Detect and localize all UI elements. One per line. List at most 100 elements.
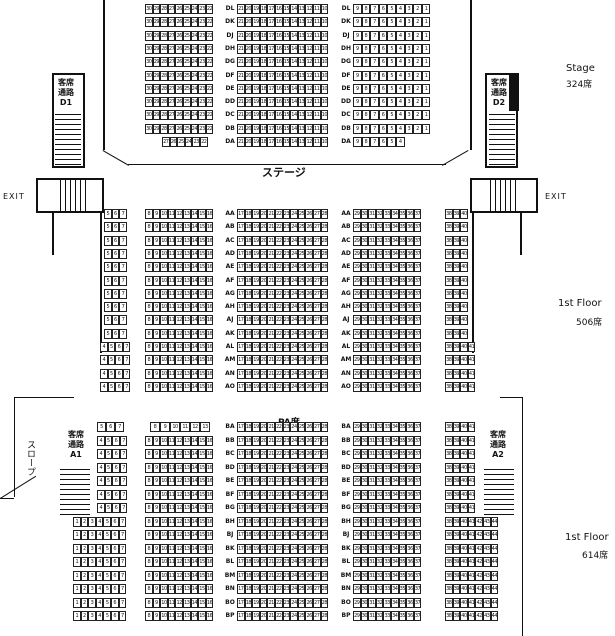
seat[interactable]: 7 [119, 262, 127, 273]
seat[interactable]: 20 [259, 597, 268, 608]
seat[interactable]: 4 [95, 611, 104, 621]
seat[interactable]: 20 [259, 209, 268, 219]
seat[interactable]: 33 [383, 302, 391, 313]
seat[interactable]: 28 [320, 302, 329, 313]
seat[interactable]: 19 [252, 248, 260, 259]
seat[interactable]: 36 [406, 584, 414, 594]
seat[interactable]: 8 [145, 530, 153, 540]
seat[interactable]: 23 [198, 123, 206, 134]
seat[interactable]: 37 [413, 503, 422, 513]
seat[interactable]: 31 [368, 570, 376, 581]
seat[interactable]: 26 [175, 30, 183, 41]
seat[interactable]: 40 [460, 503, 468, 513]
seat[interactable]: 21 [267, 476, 275, 486]
seat[interactable]: 8 [145, 449, 153, 459]
seat[interactable]: 27 [312, 611, 321, 621]
seat[interactable]: 32 [375, 315, 384, 326]
seat[interactable]: 15 [198, 435, 206, 446]
seat[interactable]: 14 [190, 611, 199, 621]
seat[interactable]: 9 [152, 288, 161, 299]
seat[interactable]: 28 [320, 381, 329, 392]
seat[interactable]: 23 [198, 30, 206, 41]
seat[interactable]: 12 [190, 422, 200, 432]
seat[interactable]: 9 [353, 43, 362, 54]
seat[interactable]: 18 [244, 262, 253, 273]
seat[interactable]: 19 [252, 275, 260, 286]
seat[interactable]: 37 [413, 611, 422, 621]
seat[interactable]: 15 [282, 123, 291, 134]
seat[interactable]: 29 [152, 30, 161, 41]
seat[interactable]: 39 [452, 611, 461, 621]
seat[interactable]: 18 [244, 222, 253, 233]
seat[interactable]: 38 [445, 328, 453, 339]
seat[interactable]: 22 [205, 43, 214, 54]
seat[interactable]: 18 [259, 4, 268, 14]
seat[interactable]: 35 [398, 328, 407, 339]
seat[interactable]: 25 [297, 275, 306, 286]
seat[interactable]: 18 [259, 30, 268, 41]
seat[interactable]: 27 [167, 70, 176, 81]
seat[interactable]: 20 [244, 57, 253, 68]
seat[interactable]: 12 [305, 70, 313, 81]
seat[interactable]: 6 [112, 435, 120, 446]
seat[interactable]: 12 [305, 30, 313, 41]
seat[interactable]: 16 [205, 435, 214, 446]
seat[interactable]: 17 [237, 462, 245, 473]
seat[interactable]: 43 [482, 530, 491, 540]
seat[interactable]: 18 [244, 302, 253, 313]
seat[interactable]: 37 [413, 381, 422, 392]
seat[interactable]: 34 [390, 516, 399, 527]
seat[interactable]: 39 [452, 597, 461, 608]
seat[interactable]: 7 [370, 17, 379, 28]
seat[interactable]: 40 [460, 516, 468, 527]
seat[interactable]: 14 [190, 543, 199, 554]
seat[interactable]: 37 [413, 222, 422, 233]
seat[interactable]: 1 [421, 17, 431, 28]
seat[interactable]: 41 [467, 342, 476, 352]
seat[interactable]: 14 [290, 30, 298, 41]
seat[interactable]: 9 [152, 302, 161, 313]
seat[interactable]: 21 [237, 110, 245, 121]
seat[interactable]: 30 [360, 503, 369, 513]
seat[interactable]: 28 [320, 584, 329, 594]
seat[interactable]: 12 [175, 503, 183, 513]
seat[interactable]: 35 [398, 530, 407, 540]
seat[interactable]: 33 [383, 209, 391, 219]
seat[interactable]: 11 [167, 235, 176, 246]
seat[interactable]: 9 [152, 275, 161, 286]
seat[interactable]: 22 [205, 4, 214, 14]
seat[interactable]: 20 [259, 476, 268, 486]
seat[interactable]: 26 [169, 137, 178, 147]
seat[interactable]: 13 [182, 222, 191, 233]
seat[interactable]: 23 [282, 449, 291, 459]
seat[interactable]: 29 [353, 570, 361, 581]
seat[interactable]: 33 [383, 516, 391, 527]
seat[interactable]: 8 [361, 83, 371, 94]
seat[interactable]: 15 [198, 315, 206, 326]
seat[interactable]: 25 [297, 435, 306, 446]
seat[interactable]: 34 [390, 355, 399, 366]
seat[interactable]: 22 [205, 97, 214, 108]
seat[interactable]: 30 [360, 248, 369, 259]
seat[interactable]: 21 [267, 422, 275, 432]
seat[interactable]: 32 [375, 489, 384, 500]
seat[interactable]: 19 [252, 462, 260, 473]
seat[interactable]: 30 [360, 275, 369, 286]
seat[interactable]: 30 [145, 123, 153, 134]
seat[interactable]: 38 [445, 597, 453, 608]
seat[interactable]: 15 [282, 43, 291, 54]
seat[interactable]: 31 [368, 476, 376, 486]
seat[interactable]: 18 [259, 83, 268, 94]
seat[interactable]: 36 [406, 302, 414, 313]
seat[interactable]: 10 [160, 570, 168, 581]
seat[interactable]: 27 [312, 262, 321, 273]
seat[interactable]: 19 [252, 123, 260, 134]
seat[interactable]: 4 [95, 570, 104, 581]
seat[interactable]: 41 [467, 381, 476, 392]
seat[interactable]: 7 [122, 342, 131, 352]
seat[interactable]: 34 [390, 476, 399, 486]
seat[interactable]: 7 [119, 489, 128, 500]
seat[interactable]: 40 [460, 381, 468, 392]
seat[interactable]: 23 [282, 476, 291, 486]
seat[interactable]: 24 [290, 557, 298, 567]
